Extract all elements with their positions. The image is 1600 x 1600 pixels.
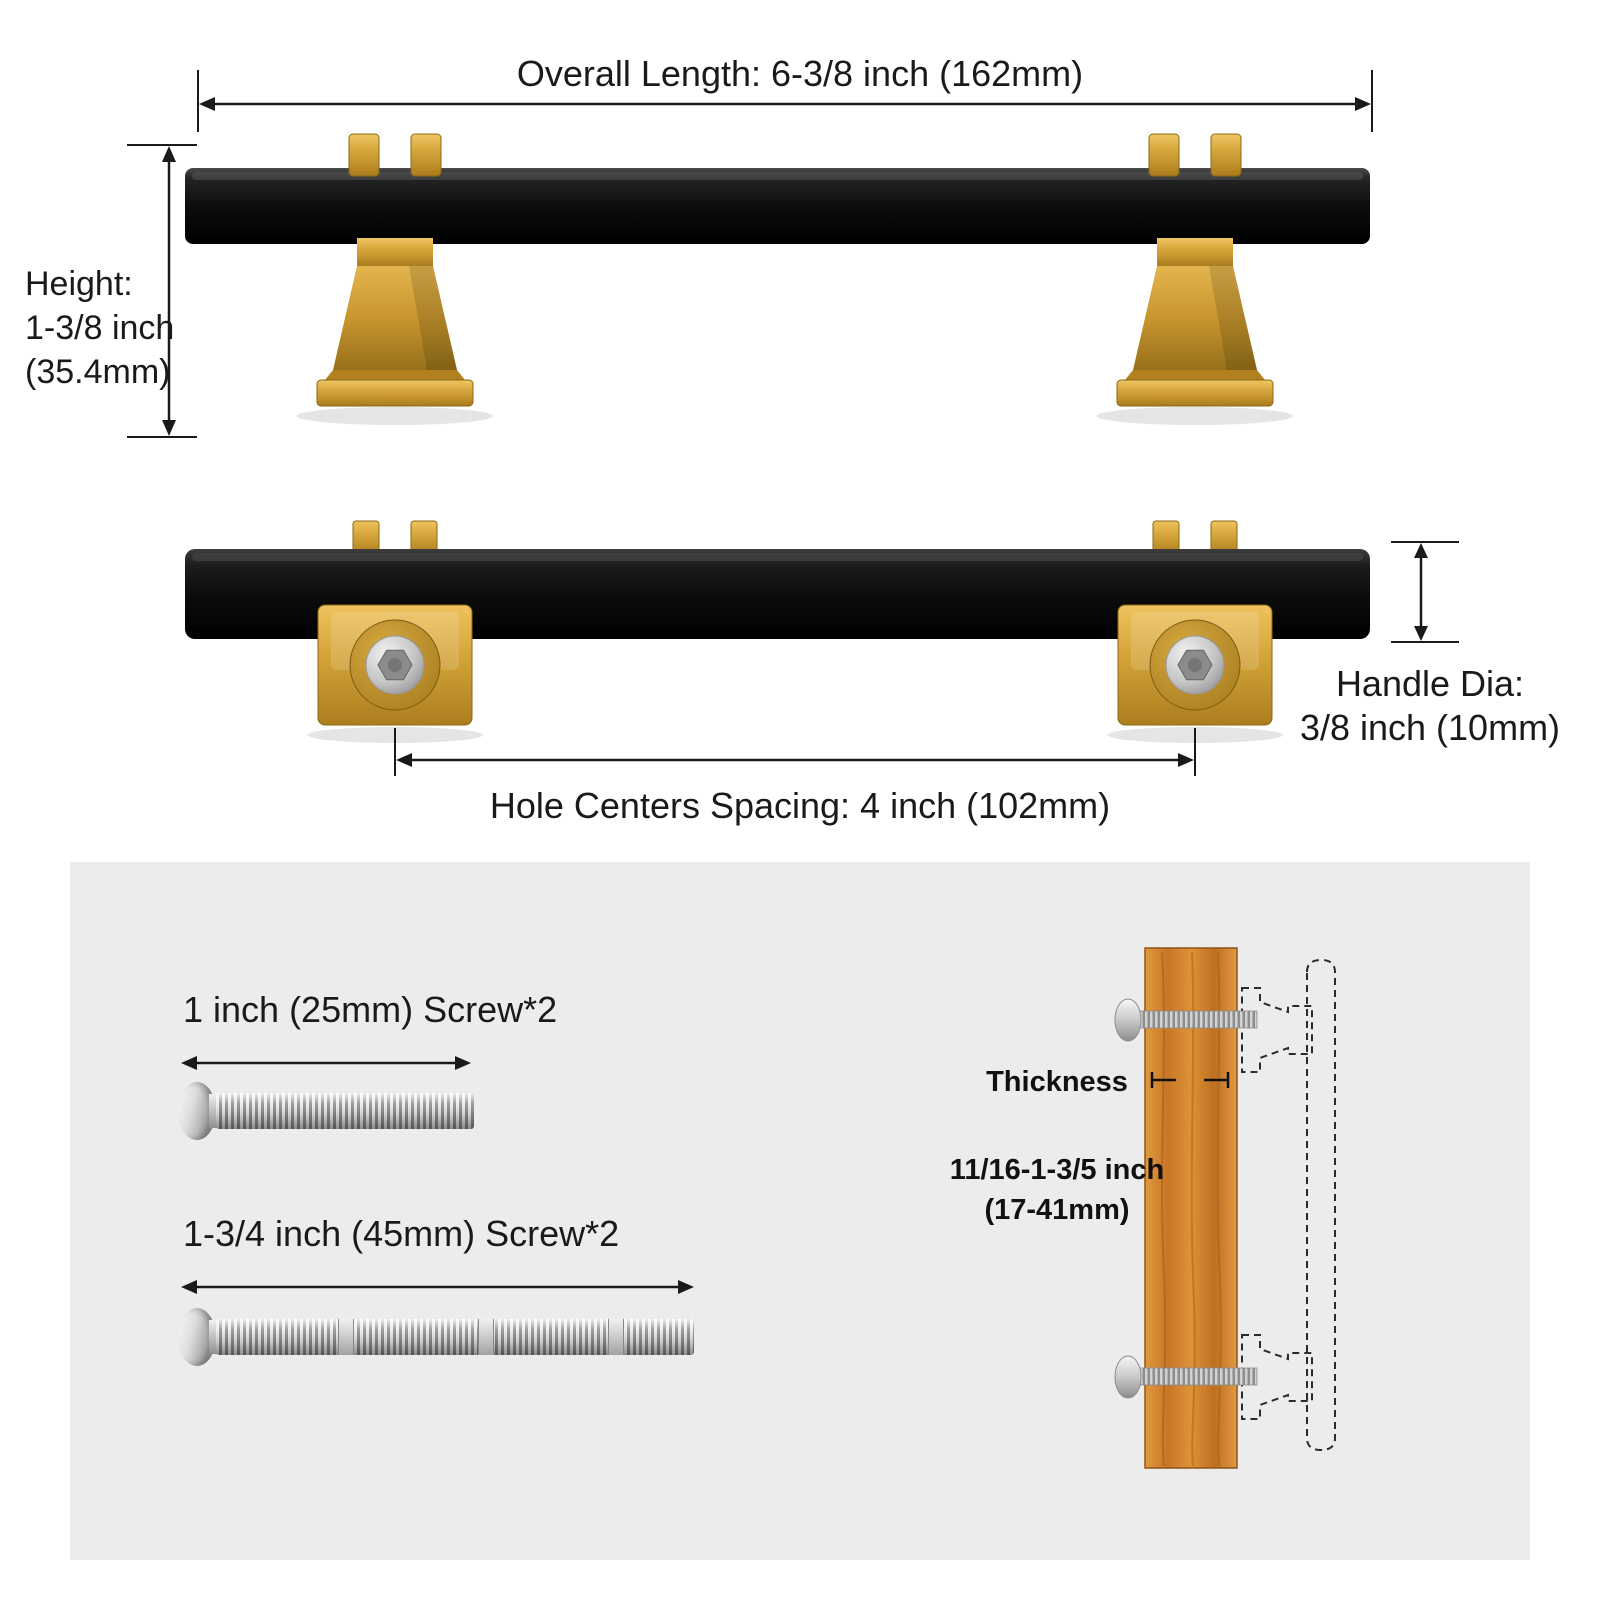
thickness-range-line1: 11/16-1-3/5 inch <box>949 1154 1165 1186</box>
height-label-line2: 1-3/8 inch <box>25 309 175 347</box>
thickness-range-label: 11/16-1-3/5 inch (17-41mm) <box>917 1150 1197 1230</box>
clamp-top-right <box>1152 520 1238 556</box>
post-shadow <box>1097 407 1293 425</box>
bottom-mounting-screw <box>1114 1355 1258 1399</box>
gold-post-right <box>1116 133 1274 407</box>
gold-post-left <box>316 133 474 407</box>
dashed-handle-outline <box>1241 958 1336 1452</box>
thickness-label: Thickness <box>986 1066 1128 1098</box>
overall-length-label: Overall Length: 6-3/8 inch (162mm) <box>516 53 1084 94</box>
base-plate-left <box>317 604 473 726</box>
handle-dia-label: Handle Dia: 3/8 inch (10mm) <box>1280 662 1580 750</box>
hole-spacing-label: Hole Centers Spacing: 4 inch (102mm) <box>489 785 1111 826</box>
handle-bottom-view <box>185 520 1370 743</box>
clamp-top-left <box>352 520 438 556</box>
screw-collar <box>209 1320 218 1354</box>
shaft-band <box>478 1319 494 1355</box>
shaft-band <box>608 1319 624 1355</box>
height-label: Height: 1-3/8 inch (35.4mm) <box>25 262 185 394</box>
long-screw-length-arrow <box>181 1280 694 1294</box>
long-screw-label: 1-3/4 inch (45mm) Screw*2 <box>183 1213 620 1254</box>
handle-side-view <box>185 133 1370 425</box>
handle-dia-arrow <box>1391 541 1459 643</box>
base-plate-right <box>1117 604 1273 726</box>
handle-dia-label-line1: Handle Dia: <box>1335 663 1525 704</box>
mounting-illustration <box>1114 947 1336 1469</box>
long-screw-illustration <box>178 1308 698 1366</box>
height-label-line1: Height: <box>25 265 133 303</box>
thickness-ticks <box>1150 1072 1230 1088</box>
post-shadow <box>297 407 493 425</box>
short-screw-length-arrow <box>181 1056 471 1070</box>
height-label-line3: (35.4mm) <box>25 353 171 391</box>
shaft-band <box>338 1319 354 1355</box>
installation-panel <box>70 862 1530 1560</box>
short-screw-label: 1 inch (25mm) Screw*2 <box>183 989 558 1030</box>
thickness-range-line2: (17-41mm) <box>984 1194 1130 1226</box>
short-screw-illustration <box>178 1082 478 1140</box>
handle-bar-bottom <box>185 549 1370 639</box>
top-mounting-screw <box>1114 998 1258 1042</box>
screw-shaft <box>216 1093 474 1129</box>
overall-length-arrow <box>197 70 1373 132</box>
height-arrow <box>127 144 197 438</box>
handle-bar <box>185 168 1370 244</box>
hole-spacing-arrow <box>394 728 1196 776</box>
screw-collar <box>209 1094 218 1128</box>
handle-dia-label-line2: 3/8 inch (10mm) <box>1299 707 1561 748</box>
